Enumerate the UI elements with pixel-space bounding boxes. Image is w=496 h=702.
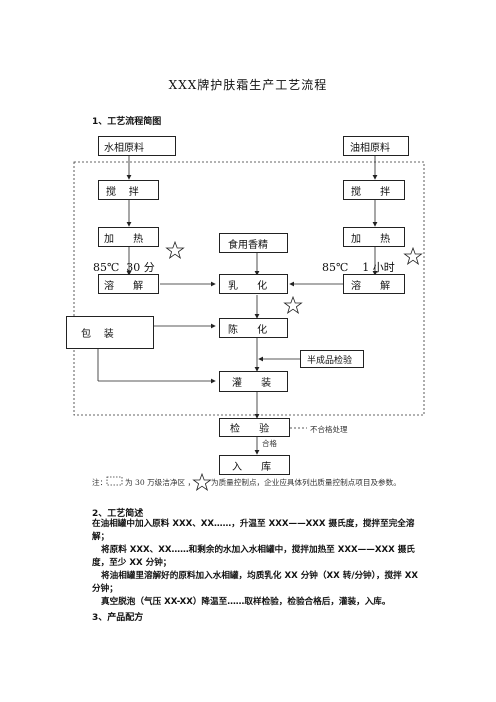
paragraph-3: 将油相罐里溶解好的原料加入水相罐，均质乳化 XX 分钟（XX 转/分钟），搅拌 …	[92, 571, 418, 594]
paragraph-2: 将原料 XXX、XX……和剩余的水加入水相罐中，搅拌加热至 XXX——XXX 摄…	[92, 545, 415, 568]
stir-right-box: 搅 拌	[343, 180, 405, 200]
age-box: 陈 化	[219, 318, 288, 338]
page-title: XXX牌护肤霜生产工艺流程	[168, 78, 328, 92]
clean-zone-swatch	[106, 476, 123, 486]
section-2-heading: 2、工艺简述	[92, 509, 144, 519]
paragraph-1: 在油相罐中加入原料 XXX、XX……，升温至 XXX——XXX 摄氏度，搅拌至完…	[92, 519, 415, 542]
note-prefix: 注：	[92, 478, 108, 487]
note-zone-text: 为 30 万级洁净区 ，	[125, 478, 196, 487]
paragraph-4: 真空脱泡（气压 XX-XX）降温至……取样检验，检验合格后，灌装，入库。	[101, 597, 391, 607]
reject-label: 不合格处理	[310, 425, 348, 434]
qualified-label: 合格	[262, 439, 277, 448]
section-1-heading: 1、工艺流程简图	[92, 117, 162, 127]
fill-box: 灌 装	[219, 371, 288, 392]
inspect-box: 检 验	[219, 418, 290, 437]
qc-star-icon	[283, 295, 303, 315]
section-3-heading: 3、产品配方	[92, 613, 144, 623]
qc-star-icon	[403, 246, 423, 266]
qc-star-icon	[165, 240, 185, 260]
qc-star-icon	[192, 472, 212, 492]
emulsify-box: 乳 化	[219, 274, 288, 294]
semi-check-box: 半成品检验	[300, 350, 364, 368]
dissolve-right-box: 溶 解	[343, 274, 405, 294]
oil-material-box: 油相原料	[343, 136, 409, 156]
water-material-box: 水相原料	[98, 136, 176, 156]
package-box: 包 装	[66, 316, 154, 349]
heat-left-box: 加 热	[98, 227, 159, 247]
storage-box: 入 库	[219, 455, 290, 475]
clean-zone-boundary	[73, 161, 425, 416]
temp-right-label: 85℃ 1 小时	[322, 261, 395, 274]
note-star-text: 为质量控制点，企业应具体列出质量控制点项目及参数。	[211, 478, 401, 487]
heat-right-box: 加 热	[343, 227, 405, 247]
dissolve-left-box: 溶 解	[98, 274, 159, 294]
fragrance-box: 食用香精	[219, 233, 288, 253]
stir-left-box: 搅 拌	[98, 180, 159, 200]
temp-left-label: 85℃ 30 分	[93, 261, 155, 274]
